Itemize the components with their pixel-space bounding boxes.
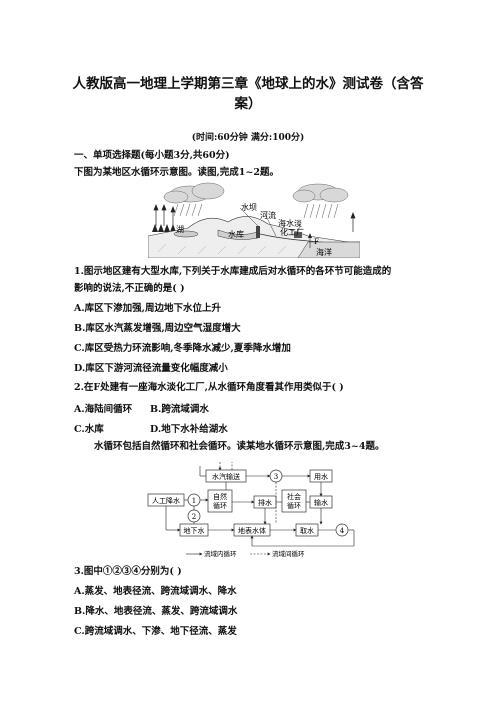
water-cycle-figure: 水坝 河流 海水淡 化工厂 湖 水库 海洋 F — [148, 182, 360, 258]
label-artificial: 人工降水 — [152, 496, 180, 505]
label-lake: 湖 — [176, 225, 184, 234]
label-sea: 海洋 — [316, 247, 332, 257]
label-river: 河流 — [260, 210, 276, 220]
figure2-intro: 水循环包括自然循环和社会循环。读某地水循环示意图,完成3~4题。 — [94, 441, 385, 452]
q1-stem-line1: 1.图示地区建有大型水库,下列关于水库建成后对水循环的各环节可能造成的 — [74, 266, 392, 277]
desal-plant — [294, 232, 302, 238]
q2-option-d: D.地下水补给湖水 — [150, 424, 228, 435]
q2-option-c: C.水库 — [74, 424, 104, 435]
label-desal-2: 化工厂 — [280, 227, 304, 237]
label-drain: 排水 — [258, 498, 272, 507]
label-natural-1: 自然 — [213, 492, 227, 501]
q2-stem: 2.在F处建有一座海水淡化工厂,从水循环角度看其作用类似于( ) — [74, 382, 344, 393]
rain-left — [173, 203, 203, 217]
label-F: F — [314, 238, 319, 246]
cloud-right — [292, 183, 349, 203]
label-social-2: 循环 — [287, 501, 301, 510]
legend-inter: 流域间循环 — [272, 549, 305, 558]
label-desal-1: 海水淡 — [278, 218, 302, 228]
q2-option-a: A.海陆间循环 — [74, 404, 133, 415]
ground-hatch — [157, 243, 287, 255]
sea — [297, 241, 360, 258]
lake — [173, 230, 199, 238]
flow-arrows — [165, 466, 355, 547]
label-dam: 水坝 — [241, 202, 257, 212]
box-social — [281, 489, 307, 513]
rain-right — [303, 203, 339, 219]
document-title-line2: 案） — [234, 96, 262, 112]
label-vapor: 水汽输送 — [212, 472, 240, 481]
figure1-intro: 下图为某地区水循环示意图。读图,完成1~2题。 — [74, 167, 279, 178]
social-cycle-figure: 水汽输送 3 用水 人工降水 1 自然 循环 排水 社会 循环 输水 2 地下水… — [147, 462, 355, 558]
q3-option-a: A.蒸发、地表径流、跨流域调水、降水 — [74, 586, 237, 597]
q3-option-c: C.跨流域调水、下渗、地下径流、蒸发 — [74, 626, 237, 637]
label-supply: 输水 — [314, 498, 328, 507]
dam — [256, 226, 260, 238]
cloud-left — [163, 182, 225, 204]
label-use: 用水 — [314, 472, 328, 481]
label-take: 取水 — [300, 526, 314, 535]
q1-option-c: C.库区受热力环流影响,冬季降水减少,夏季降水增加 — [74, 343, 291, 354]
label-n4: 4 — [340, 527, 345, 535]
document-title-line1: 人教版高一地理上学期第三章《地球上的水》测试卷（含答 — [72, 76, 424, 92]
q1-option-b: B.库区水汽蒸发增强,周边空气湿度增大 — [74, 323, 241, 334]
label-social-1: 社会 — [287, 492, 301, 501]
label-ground: 地下水 — [184, 526, 205, 535]
q3-stem: 3.图中①②③④分别为( ) — [74, 566, 182, 577]
trees — [152, 224, 176, 232]
inter-basin-arrows — [218, 462, 277, 524]
q1-option-d: D.库区下游河流径流量变化幅度减小 — [74, 363, 228, 374]
q1-stem-line2: 影响的说法,不正确的是( ) — [74, 283, 185, 294]
label-reservoir: 水库 — [228, 229, 244, 239]
evaporation-arrows — [153, 204, 356, 232]
section-heading: 一、单项选择题(每小题3分,共60分) — [74, 150, 230, 161]
label-n2: 2 — [192, 513, 196, 521]
label-n1: 1 — [192, 497, 196, 505]
label-surface: 地表水体 — [238, 526, 266, 535]
q2-option-b: B.跨流域调水 — [150, 404, 209, 415]
legend-inner: 流域内循环 — [204, 549, 237, 558]
q1-option-a: A.库区下渗加强,周边地下水位上升 — [74, 303, 221, 314]
label-n3: 3 — [274, 473, 278, 481]
label-natural-2: 循环 — [213, 501, 227, 510]
exam-meta: (时间:60分钟 满分:100分) — [191, 133, 305, 143]
q3-option-b: B.降水、地表径流、蒸发、跨流域调水 — [74, 606, 238, 617]
